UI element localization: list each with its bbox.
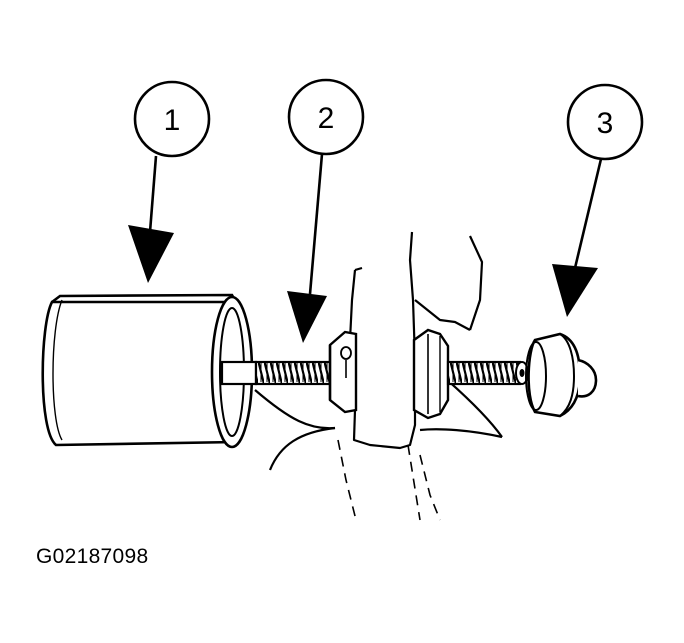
callout-2-label: 2 [318,102,335,135]
hidden-lines [337,439,441,521]
arrowhead-1-icon [128,225,174,283]
threaded-rod-right [446,360,529,386]
callout-3: 3 [552,83,644,317]
right-nut [412,328,450,420]
threaded-rod-left [220,360,344,386]
callout-1: 1 [128,80,211,283]
left-nut [328,330,358,414]
figure-id: G02187098 [36,545,149,568]
callout-3-label: 3 [597,107,614,140]
callout-1-label: 1 [164,104,181,137]
callout-2: 2 [287,78,365,343]
bushing [525,332,598,418]
receiver-cup [41,293,254,449]
arrowhead-2-icon [287,291,327,343]
arrowhead-3-icon [552,264,598,317]
suspension-arm [254,231,503,471]
